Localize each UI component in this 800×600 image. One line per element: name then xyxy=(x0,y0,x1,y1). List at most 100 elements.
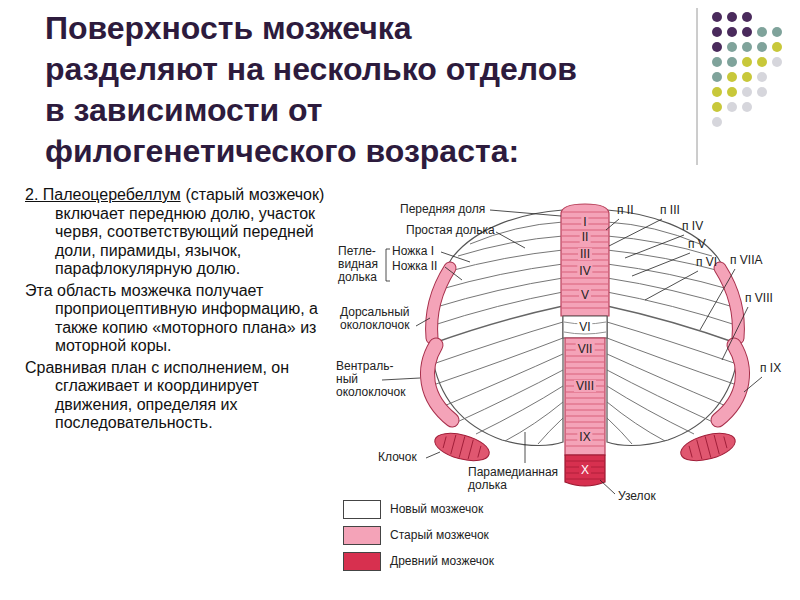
lobule-number: II xyxy=(580,231,591,243)
stripe xyxy=(566,362,604,363)
callout-number: п III xyxy=(660,204,680,217)
lobule-number: VIII xyxy=(574,380,596,392)
stripe xyxy=(566,446,604,447)
text-column: 2. Палеоцеребеллум(старый мозжечок) вклю… xyxy=(25,186,325,436)
decor-dots xyxy=(712,12,782,127)
callout-number: п VIIA xyxy=(730,254,763,267)
folium xyxy=(564,322,606,334)
bracket xyxy=(386,249,390,281)
decor-dot xyxy=(742,57,752,67)
leader-line xyxy=(416,318,430,326)
decor-dot xyxy=(742,42,752,52)
stripe xyxy=(566,374,604,375)
paragraph: Эта область мозжечка получает проприоцеп… xyxy=(25,282,325,356)
leader-line xyxy=(490,210,561,216)
lobule-number: X xyxy=(579,464,591,476)
part-label: Петле- видная долька xyxy=(338,245,384,284)
lobule-number: VI xyxy=(577,321,592,333)
decor-dot xyxy=(727,12,737,22)
lobule-number: IV xyxy=(577,265,592,277)
vermis-anterior xyxy=(561,204,609,316)
lobule-number: IX xyxy=(577,431,592,443)
decor-dot xyxy=(757,42,767,52)
stripe xyxy=(562,278,608,279)
right-hemisphere xyxy=(607,210,742,466)
leader-line xyxy=(606,219,619,230)
decor-dot xyxy=(712,27,722,37)
part-label: Клочок xyxy=(378,451,417,464)
decor-dot xyxy=(757,72,767,82)
vermis xyxy=(561,204,609,486)
legend-swatch xyxy=(343,526,381,545)
part-label: Передняя доля xyxy=(400,203,485,216)
leader-lines xyxy=(382,210,762,494)
decor-dot xyxy=(757,87,767,97)
part-label: Ножка I xyxy=(392,245,434,258)
decor-dot xyxy=(727,27,737,37)
part-label: Узелок xyxy=(618,490,656,503)
stripe xyxy=(566,356,604,357)
part-label: Простая долька xyxy=(406,224,495,237)
stripe xyxy=(566,416,604,417)
decor-dot xyxy=(742,12,752,22)
body-text: Сравнивая план с исполнением, он сглажив… xyxy=(25,359,289,432)
callout-number: п IX xyxy=(760,362,781,375)
callout-number: п V xyxy=(688,238,706,251)
term-heading: 2. Палеоцеребеллум xyxy=(25,186,181,203)
lobule-number: V xyxy=(579,289,591,301)
leader-line xyxy=(496,232,525,248)
stripe xyxy=(566,404,604,405)
decor-dot xyxy=(727,72,737,82)
decor-dot xyxy=(742,102,752,112)
stripe xyxy=(566,410,604,411)
part-label: Парамедианная долька xyxy=(468,466,568,492)
callout-number: п II xyxy=(617,204,634,217)
nodulus-stripes xyxy=(566,461,604,479)
decor-dot xyxy=(742,72,752,82)
leader-line xyxy=(645,271,698,300)
leader-line xyxy=(600,480,615,494)
vermis-stripes xyxy=(566,344,604,446)
legend-text: Новый мозжечок xyxy=(390,503,483,516)
decor-dot xyxy=(742,87,752,97)
legend-swatch xyxy=(343,552,381,571)
leader-line xyxy=(625,235,684,258)
leader-line xyxy=(441,252,470,262)
stripe xyxy=(562,212,608,213)
decor-dot xyxy=(712,117,722,127)
lobule-number: III xyxy=(578,248,592,260)
paragraph: 2. Палеоцеребеллум(старый мозжечок) вклю… xyxy=(25,186,325,279)
decor-dot xyxy=(727,87,737,97)
leader-line xyxy=(632,253,690,276)
callout-number: п VI xyxy=(696,256,717,269)
leader-line xyxy=(525,432,526,463)
leader-line xyxy=(700,269,735,330)
callout-number: п IV xyxy=(682,220,703,233)
lobule-number: I xyxy=(581,216,588,228)
part-label: Ножка II xyxy=(392,260,437,273)
stripe xyxy=(562,308,608,309)
decor-dot xyxy=(772,27,782,37)
stripe xyxy=(562,284,608,285)
decor-dot xyxy=(727,57,737,67)
decor-dot xyxy=(727,102,737,112)
part-label: Дорсальный околоклочок xyxy=(340,306,424,332)
divider-line xyxy=(697,8,698,165)
part-label: Вентраль- ный околоклочок xyxy=(336,360,412,399)
legend-swatch xyxy=(343,500,381,519)
legend-text: Старый мозжечок xyxy=(390,529,489,542)
decor-dot xyxy=(742,27,752,37)
leader-line xyxy=(722,307,748,360)
vermis-posterior xyxy=(565,338,605,455)
leader-line xyxy=(382,378,420,380)
slide-title: Поверхность мозжечка разделяют на нескол… xyxy=(45,8,580,172)
decor-dot xyxy=(712,102,722,112)
lobule-number: VII xyxy=(576,343,595,355)
vermis-simple xyxy=(563,316,607,338)
decor-dot xyxy=(757,57,767,67)
leader-line xyxy=(609,219,662,246)
stripe xyxy=(566,368,604,369)
leader-line xyxy=(445,267,462,280)
callout-number: п VIII xyxy=(745,292,773,305)
